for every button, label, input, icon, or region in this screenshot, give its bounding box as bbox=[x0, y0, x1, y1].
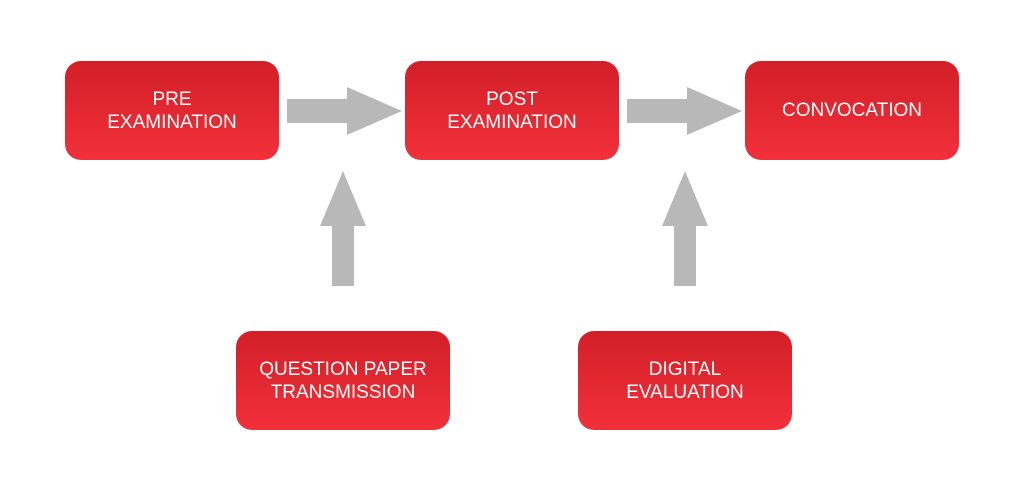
node-label: POST EXAMINATION bbox=[447, 88, 577, 133]
node-pre-examination: PRE EXAMINATION bbox=[65, 61, 279, 160]
arrow-post-to-convocation bbox=[627, 87, 742, 135]
arrow-de-up bbox=[662, 171, 708, 286]
arrow-pre-to-post bbox=[287, 87, 402, 135]
node-digital-evaluation: DIGITAL EVALUATION bbox=[578, 331, 792, 430]
node-label: CONVOCATION bbox=[781, 100, 923, 121]
arrow-qpt-up bbox=[320, 171, 366, 286]
node-label: QUESTION PAPER TRANSMISSION bbox=[259, 358, 427, 403]
node-post-examination: POST EXAMINATION bbox=[405, 61, 619, 160]
node-question-paper-transmission: QUESTION PAPER TRANSMISSION bbox=[236, 331, 450, 430]
node-convocation: CONVOCATION bbox=[745, 61, 959, 160]
node-label: DIGITAL EVALUATION bbox=[626, 358, 744, 403]
node-label: PRE EXAMINATION bbox=[107, 88, 237, 133]
